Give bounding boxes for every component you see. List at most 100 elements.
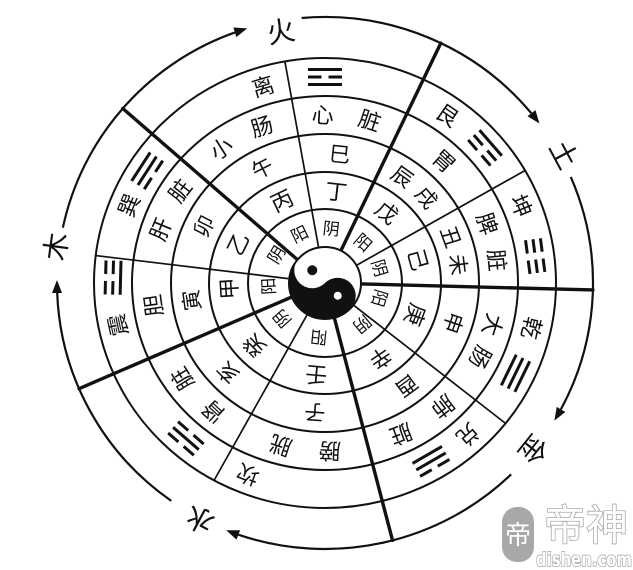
earthly-branch-label: 巳 — [328, 142, 351, 168]
earthly-branch-label-text: 子 — [304, 399, 327, 424]
heavenly-stem-label-text: 庚 — [398, 299, 429, 328]
generating-cycle-arrows — [52, 15, 595, 551]
polarity-label-text: 阴 — [366, 257, 390, 279]
earthly-branch-label: 酉 — [391, 370, 422, 402]
ring-circle-5 — [93, 57, 557, 509]
heavenly-stem-label: 壬 — [304, 360, 328, 387]
earthly-branch-label: 亥 — [212, 356, 244, 388]
sector-divider-wood — [95, 254, 289, 280]
element-label-wood: 木 — [38, 230, 74, 262]
yang-dot — [333, 291, 342, 300]
element-label-metal-text: 金 — [511, 428, 554, 470]
earthly-branch-label-text: 申 — [438, 309, 467, 337]
polarity-label-text: 阳 — [349, 230, 375, 256]
heavenly-stem-label: 丁 — [324, 179, 349, 206]
element-boundary-water — [332, 316, 395, 543]
trigram-name-label: 乾 — [515, 314, 544, 341]
ring-circle-3 — [170, 133, 480, 433]
earthly-branch-label-text: 亥 — [212, 356, 244, 388]
organ-label: 肾脏 — [156, 344, 231, 427]
arrowhead-icon — [233, 27, 248, 38]
watermark-brand: 帝神 — [544, 501, 628, 550]
earthly-branch-label: 卯 — [189, 212, 220, 242]
earthly-branch-label: 午 — [248, 153, 278, 184]
polarity-label: 阴 — [270, 305, 296, 331]
earthly-branch-label: 子 — [304, 399, 327, 424]
trigram-symbol-icon — [467, 129, 503, 167]
element-label-fire-text: 火 — [264, 13, 297, 50]
flow-arc-metal-to-water — [238, 473, 512, 551]
sector-divider-fire — [284, 61, 320, 248]
organ-label: 脾脏 — [470, 210, 510, 287]
heavenly-stem-label-text: 丙 — [267, 186, 298, 218]
trigram-name-label: 震 — [105, 311, 134, 338]
polarity-label: 阴 — [322, 219, 341, 241]
trigram-symbol-icon — [524, 238, 547, 275]
ring-circle-1 — [247, 208, 403, 358]
polarity-label-text: 阴 — [349, 310, 375, 336]
flow-arc-earth-to-metal — [559, 176, 595, 410]
element-boundary-fire — [121, 106, 299, 262]
heavenly-stem-label-text: 丁 — [324, 179, 349, 206]
sector-divider-earth — [356, 169, 526, 266]
trigram-name-label: 坤 — [504, 191, 536, 221]
earthly-branch-label: 申 — [438, 309, 467, 337]
trigram-name-label: 艮 — [431, 100, 463, 133]
organ-label: 小肠 — [206, 106, 297, 166]
sector-dividers — [77, 41, 595, 543]
trigram-name-label-text: 巽 — [115, 191, 147, 221]
organ-label-text: 脾脏 — [470, 210, 496, 287]
polarity-label-text: 阴 — [264, 243, 290, 268]
earthly-branch-label-text: 酉 — [391, 370, 422, 402]
element-boundary-metal — [360, 282, 595, 292]
heavenly-stem-label: 丙 — [267, 186, 298, 218]
organ-label: 胆 — [141, 293, 169, 318]
polarity-label-text: 阳 — [366, 287, 390, 309]
trigram-name-label-text: 离 — [249, 73, 277, 103]
polarity-label: 阴 — [349, 310, 375, 336]
heavenly-stem-label: 己 — [402, 246, 432, 274]
arrowhead-icon — [554, 406, 566, 421]
trigram-name-label: 离 — [249, 73, 277, 103]
element-label-earth: 土 — [542, 135, 584, 175]
element-label-fire: 火 — [264, 13, 297, 50]
element-label-metal: 金 — [511, 428, 554, 470]
heavenly-stem-label: 乙 — [223, 229, 255, 260]
trigram-name-label-text: 坎 — [234, 458, 263, 489]
polarity-label-text: 阳 — [309, 325, 328, 347]
flow-arc-water-to-wood — [56, 292, 172, 502]
organ-label-text: 胆 — [141, 293, 169, 318]
arrowhead-icon — [226, 530, 241, 540]
ring-circles — [93, 57, 557, 509]
trigram-symbol-icon — [103, 260, 123, 295]
polarity-label: 阳 — [366, 287, 390, 309]
polarity-label: 阳 — [349, 230, 375, 256]
yin-yang-outline — [288, 246, 362, 320]
heavenly-stem-label-text: 己 — [402, 246, 432, 274]
arrowhead-icon — [52, 280, 62, 293]
yin-dot — [307, 265, 318, 276]
earthly-branch-label-text: 午 — [248, 153, 278, 184]
trigram-name-label-text: 坤 — [504, 191, 536, 221]
earthly-branch-label: 寅 — [179, 288, 206, 312]
flow-arc-wood-to-fire — [61, 31, 236, 228]
arrowhead-icon — [527, 110, 540, 124]
ring-circle-4 — [131, 95, 519, 471]
yang-region — [294, 247, 361, 309]
trigram-symbol-icon — [308, 68, 342, 86]
trigram-name-label: 巽 — [115, 191, 147, 221]
trigram-name-label-text: 乾 — [515, 314, 544, 341]
earthly-branch-label-text: 巳 — [328, 142, 351, 168]
trigram-name-label-text: 震 — [105, 311, 134, 338]
ring-circle-2 — [208, 171, 442, 395]
polarity-label-text: 阳 — [259, 277, 280, 295]
element-boundary-wood — [77, 295, 293, 391]
element-label-water: 水 — [180, 498, 220, 540]
heavenly-stem-label-text: 乙 — [223, 229, 255, 260]
organ-label-text: 小肠 — [206, 106, 275, 166]
trigram-symbol-icon — [130, 151, 165, 190]
earthly-branch-label-text: 卯 — [189, 212, 220, 242]
earthly-branch-label-text: 寅 — [179, 288, 206, 312]
element-label-earth-text: 土 — [542, 135, 584, 175]
watermark-domain: dishen.com — [536, 549, 632, 570]
